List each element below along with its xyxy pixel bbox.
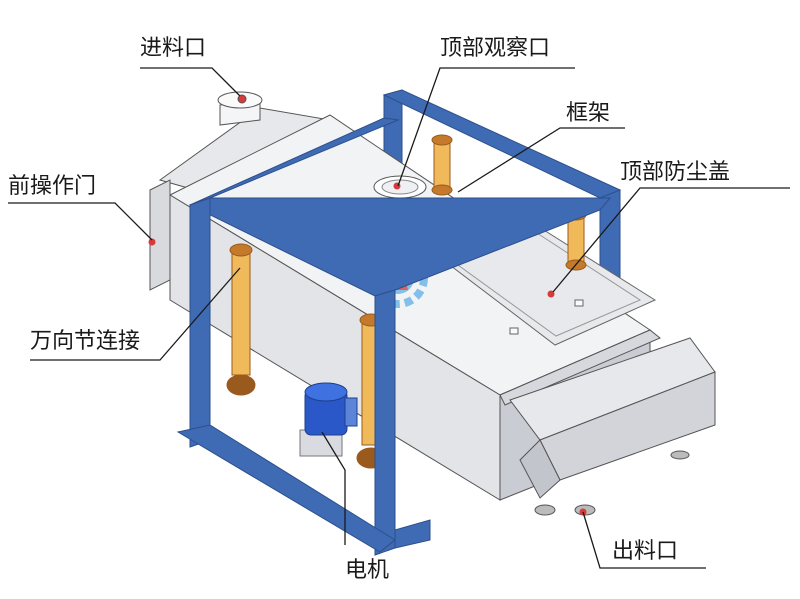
leader-lines [8,67,790,569]
outlet-hopper [509,337,716,516]
label-outlet: 出料口 [612,539,679,564]
label-inlet: 进料口 [140,36,207,61]
label-frame: 框架 [566,101,611,126]
frame-front [176,117,612,556]
universal-joints [226,134,587,469]
label-front-access-door: 前操作门 [8,174,97,199]
motor [299,382,358,457]
label-top-observation-port: 顶部观察口 [440,36,551,61]
label-universal-joint: 万向节连接 [30,329,141,354]
inlet-hopper [158,91,332,201]
label-motor: 电机 [345,558,390,583]
front-access-door [148,179,171,291]
label-top-dust-cover: 顶部防尘盖 [620,160,731,185]
